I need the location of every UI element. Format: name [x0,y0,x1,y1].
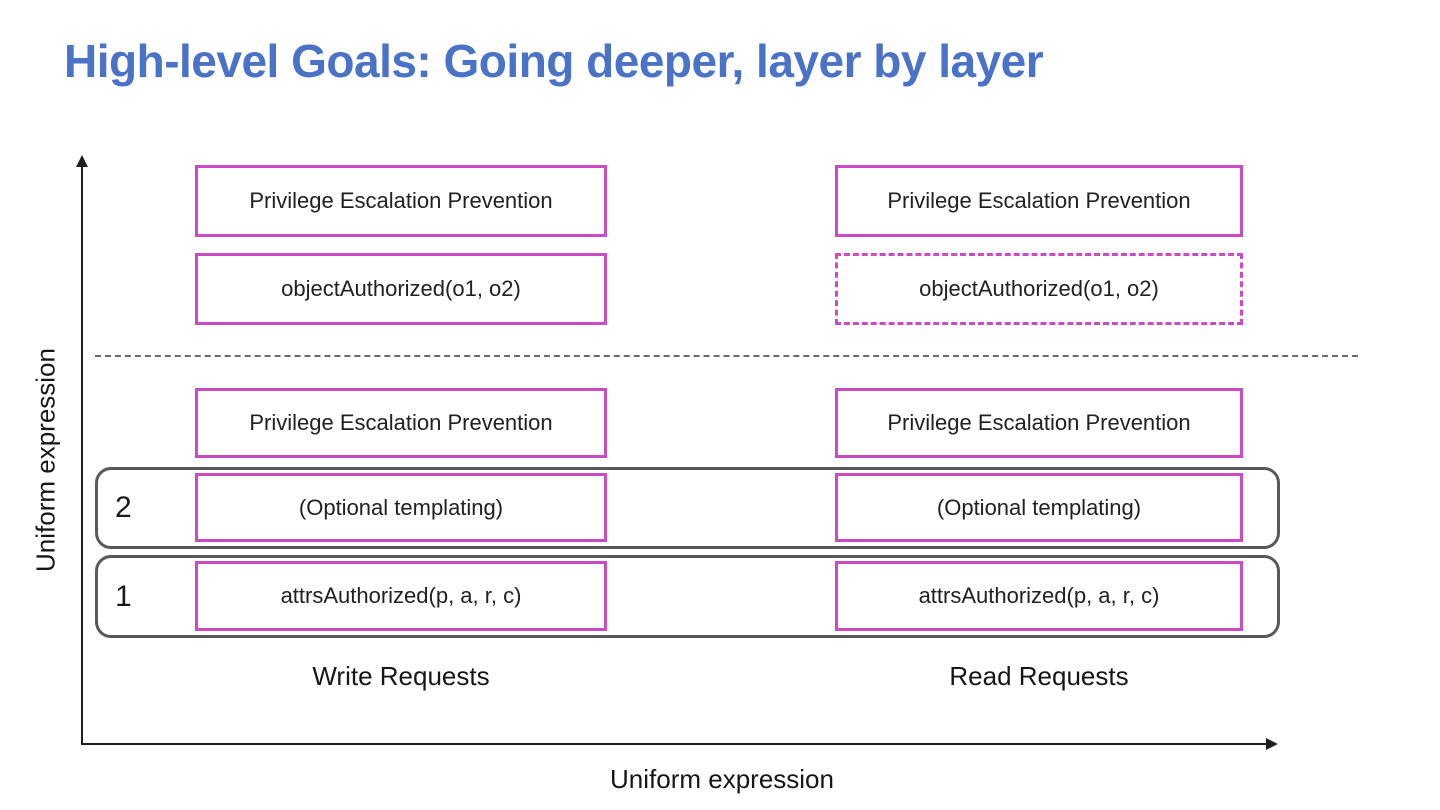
write-attrs-authorized-box: attrsAuthorized(p, a, r, c) [195,561,607,631]
write-requests-label: Write Requests [312,661,490,691]
read-requests-label: Read Requests [949,661,1129,691]
x-axis-arrow-icon [1266,738,1278,750]
write-upper-privilege-escalation-box: Privilege Escalation Prevention [195,165,607,237]
write-lower-privilege-escalation-box: Privilege Escalation Prevention [195,388,607,458]
layer-1-group: 1 [95,555,1280,638]
read-optional-templating-box: (Optional templating) [835,473,1243,542]
write-optional-templating-box: (Optional templating) [195,473,607,542]
read-upper-privilege-escalation-box: Privilege Escalation Prevention [835,165,1243,237]
x-axis-label: Uniform expression [610,764,834,794]
y-axis-label: Uniform expression [30,348,61,572]
y-axis-line [81,166,83,744]
read-lower-privilege-escalation-box: Privilege Escalation Prevention [835,388,1243,458]
write-object-authorized-box: objectAuthorized(o1, o2) [195,253,607,325]
layer-1-number: 1 [115,579,132,613]
x-axis-line [81,743,1268,745]
layer-2-number: 2 [115,491,132,524]
read-object-authorized-box-dashed: objectAuthorized(o1, o2) [835,253,1243,325]
layer-2-group: 2 [95,467,1280,549]
section-divider-dashed-line [95,355,1358,357]
slide-title: High-level Goals: Going deeper, layer by… [64,35,1044,87]
y-axis-arrow-icon [76,155,88,167]
read-attrs-authorized-box: attrsAuthorized(p, a, r, c) [835,561,1243,631]
